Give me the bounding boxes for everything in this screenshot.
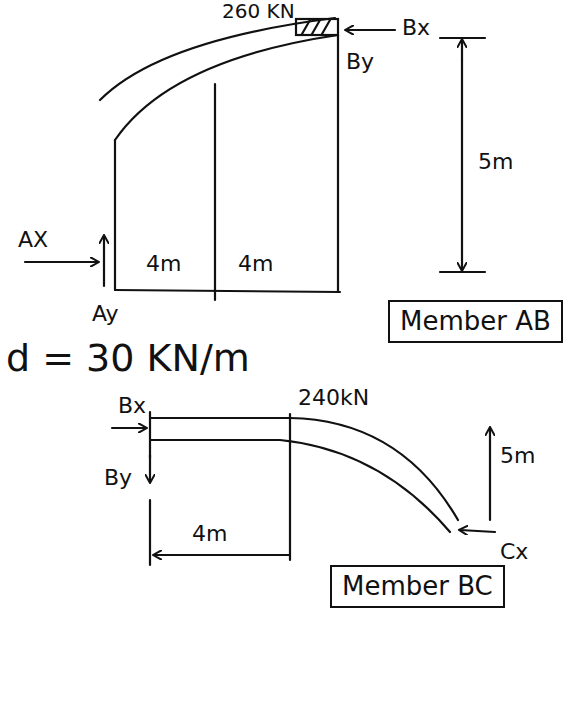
sketch-label: Cx bbox=[500, 540, 528, 564]
outline bbox=[114, 140, 116, 290]
force-arrow bbox=[103, 236, 105, 286]
arch-outer bbox=[100, 18, 335, 100]
outline bbox=[115, 290, 340, 292]
sketch-label: Bx bbox=[402, 16, 430, 40]
member-title-box: Member AB bbox=[388, 300, 563, 343]
beam-upper bbox=[150, 418, 458, 520]
force-arrow bbox=[25, 261, 98, 263]
member-title-box: Member BC bbox=[330, 565, 505, 608]
beam-lower bbox=[150, 440, 450, 532]
dimension bbox=[440, 271, 485, 273]
sketch-label: 4m bbox=[192, 522, 227, 546]
force-arrow bbox=[346, 29, 395, 31]
dimension bbox=[440, 37, 485, 39]
sketch-label: 5m bbox=[478, 150, 513, 174]
sketch-label: Bx bbox=[118, 394, 146, 418]
mid-line bbox=[289, 414, 291, 560]
sketch-label: By bbox=[346, 50, 374, 74]
member-title: Member BC bbox=[342, 571, 493, 601]
outline bbox=[337, 35, 339, 292]
mid-line bbox=[214, 84, 216, 300]
dimension bbox=[149, 500, 151, 565]
sketch-label: Ay bbox=[92, 302, 119, 326]
force-arrow bbox=[460, 530, 495, 532]
load-block bbox=[296, 19, 338, 35]
sketch-label: By bbox=[104, 466, 132, 490]
sketch-label: AX bbox=[18, 228, 48, 252]
force-arrow bbox=[112, 427, 146, 429]
arch-inner bbox=[115, 35, 338, 140]
sketch-label: d = 30 KN/m bbox=[6, 338, 250, 380]
member-title: Member AB bbox=[400, 306, 551, 336]
force-arrow bbox=[149, 455, 151, 482]
dimension bbox=[461, 60, 463, 270]
dimension bbox=[461, 40, 463, 60]
sketch-label: 4m bbox=[238, 252, 273, 276]
dimension bbox=[489, 428, 491, 520]
sketch-label: 260 KN bbox=[222, 0, 295, 22]
sketch-label: 4m bbox=[146, 252, 181, 276]
hatch bbox=[302, 20, 330, 34]
sketch-label: 5m bbox=[500, 444, 535, 468]
dimension bbox=[154, 554, 290, 556]
sketch-label: 240kN bbox=[298, 386, 369, 410]
outline bbox=[149, 412, 151, 458]
